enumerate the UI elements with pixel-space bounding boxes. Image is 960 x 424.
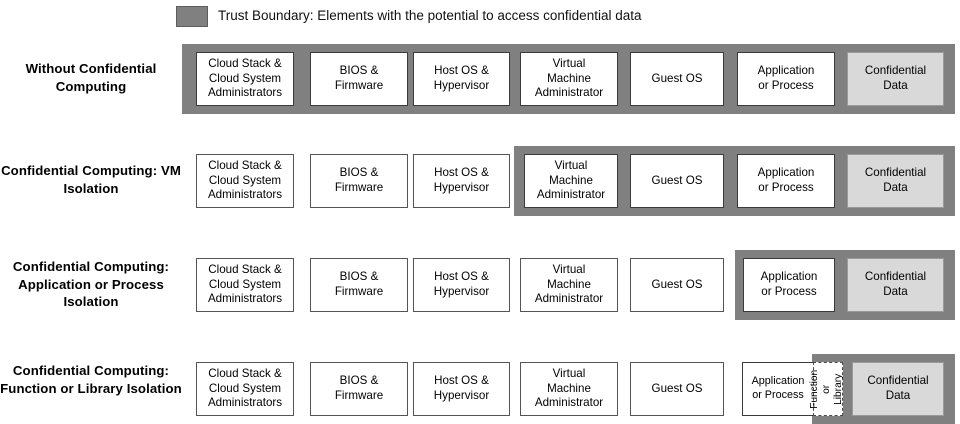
cell-bios-firmware: BIOS & Firmware <box>310 362 408 416</box>
trust-boundary-swatch <box>176 5 208 27</box>
cell-cloud-stack-admins: Cloud Stack & Cloud System Administrator… <box>196 154 294 208</box>
cell-host-os-hypervisor: Host OS & Hypervisor <box>413 258 510 312</box>
cell-host-os-hypervisor: Host OS & Hypervisor <box>413 154 510 208</box>
cell-guest-os: Guest OS <box>630 154 724 208</box>
cell-host-os-hypervisor: Host OS & Hypervisor <box>413 52 510 106</box>
row-vm-isolation: Confidential Computing: VM Isolation Clo… <box>0 146 960 216</box>
cell-confidential-data: Confidential Data <box>847 258 944 312</box>
cell-function-or-library: Function or Library <box>810 362 845 416</box>
row-label-3: Confidential Computing: Application or P… <box>12 259 170 310</box>
cell-confidential-data: Confidential Data <box>847 154 944 208</box>
cell-bios-firmware: BIOS & Firmware <box>310 154 408 208</box>
cell-vm-administrator: Virtual Machine Administrator <box>520 362 618 416</box>
cell-application-or-process: Application or Process <box>737 154 835 208</box>
cell-application-or-process: Application or Process <box>737 52 835 106</box>
row-label-1: Without Confidential Computing <box>25 61 157 94</box>
row-without-confidential-computing: Without Confidential Computing Cloud Sta… <box>0 44 960 114</box>
cell-application-or-process: Application or Process <box>743 258 835 312</box>
row-application-or-process-isolation: Confidential Computing: Application or P… <box>0 250 960 320</box>
legend: Trust Boundary: Elements with the potent… <box>176 4 641 28</box>
cell-vm-administrator: Virtual Machine Administrator <box>520 258 618 312</box>
cell-bios-firmware: BIOS & Firmware <box>310 258 408 312</box>
row-function-or-library-isolation: Confidential Computing: Function or Libr… <box>0 354 960 424</box>
cell-confidential-data: Confidential Data <box>852 362 944 416</box>
row-label-2: Confidential Computing: VM Isolation <box>1 163 181 196</box>
cell-host-os-hypervisor: Host OS & Hypervisor <box>413 362 510 416</box>
cell-bios-firmware: BIOS & Firmware <box>310 52 408 106</box>
cell-vm-administrator: Virtual Machine Administrator <box>524 154 618 208</box>
cell-guest-os: Guest OS <box>630 362 724 416</box>
cell-vm-administrator: Virtual Machine Administrator <box>520 52 618 106</box>
cell-application-or-process: Application or Process <box>742 362 814 416</box>
cell-guest-os: Guest OS <box>630 52 724 106</box>
cell-cloud-stack-admins: Cloud Stack & Cloud System Administrator… <box>196 362 294 416</box>
legend-label: Trust Boundary: Elements with the potent… <box>218 8 642 24</box>
cell-confidential-data: Confidential Data <box>847 52 944 106</box>
row-label-4: Confidential Computing: Function or Libr… <box>0 363 182 396</box>
cell-cloud-stack-admins: Cloud Stack & Cloud System Administrator… <box>196 52 294 106</box>
cell-cloud-stack-admins: Cloud Stack & Cloud System Administrator… <box>196 258 294 312</box>
cell-guest-os: Guest OS <box>630 258 724 312</box>
